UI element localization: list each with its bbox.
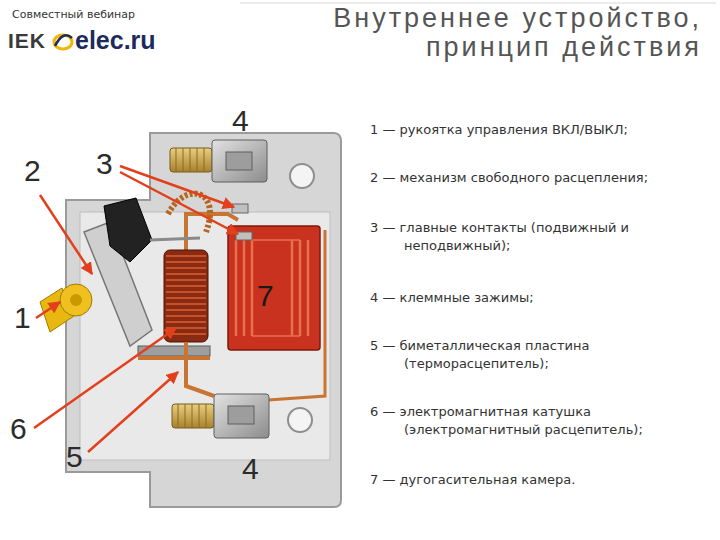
arc-chamber [228, 226, 320, 350]
part-description: 6 — электромагнитная катушка (электромаг… [370, 403, 704, 439]
mounting-hole [288, 408, 312, 432]
handle-pivot [70, 294, 82, 306]
terminal-clamp [214, 394, 269, 438]
callout-number: 4 [230, 104, 251, 137]
callout-number: 2 [22, 154, 43, 187]
arc-chamber-plates [252, 240, 300, 336]
solenoid-coil [164, 250, 208, 342]
leader-arrow [40, 195, 92, 274]
part-description: 5 — биметаллическая пластина (терморасце… [370, 337, 704, 373]
leader-arrow [36, 302, 60, 318]
terminal-screw [170, 148, 212, 172]
callout-number: 5 [64, 440, 85, 473]
fixed-contact [232, 204, 248, 213]
callout-number: 3 [94, 147, 115, 180]
logo-text: elec.ru [75, 26, 156, 55]
slide-title: Внутреннее устройство, принцип действия [232, 4, 702, 62]
copper-strip [186, 342, 214, 396]
screw-thread [176, 148, 204, 172]
part-description: 3 — главные контакты (подвижный и неподв… [370, 219, 704, 255]
leader-arrow [34, 328, 176, 428]
logo-swoosh [55, 35, 72, 46]
trip-mechanism [104, 198, 152, 262]
part-description: 2 — механизм свободного расцепления; [370, 169, 704, 187]
callout-number: 6 [8, 412, 29, 445]
callout-number: 1 [12, 301, 33, 334]
screw-thread [178, 404, 206, 428]
breaker-housing [66, 133, 341, 507]
header-text: Совместный вебинар [12, 8, 135, 21]
terminal-clamp [212, 140, 267, 182]
mechanism-link [150, 238, 200, 240]
clamp-window [226, 152, 252, 170]
copper-bar [268, 230, 325, 400]
callout-number: 4 [240, 452, 261, 485]
coil-winding [166, 256, 206, 334]
arc-chamber-plates [236, 240, 308, 336]
part-description: 4 — клеммные зажимы; [370, 289, 704, 307]
part-description: 7 — дугогасительная камера. [370, 471, 704, 489]
bimetal-strip [138, 356, 210, 360]
part-description: 1 — рукоятка управления ВКЛ/ВЫКЛ; [370, 121, 704, 139]
mounting-hole [290, 164, 314, 188]
leader-arrows [34, 166, 238, 452]
logo-text: IEK [8, 29, 46, 53]
leader-arrow [88, 372, 178, 452]
callout-number: 7 [255, 279, 276, 312]
handle-hub [60, 284, 92, 316]
leader-arrow [120, 172, 238, 234]
terminal-screw [172, 404, 214, 428]
clamp-window [228, 406, 254, 424]
logo-swoosh [54, 35, 72, 49]
